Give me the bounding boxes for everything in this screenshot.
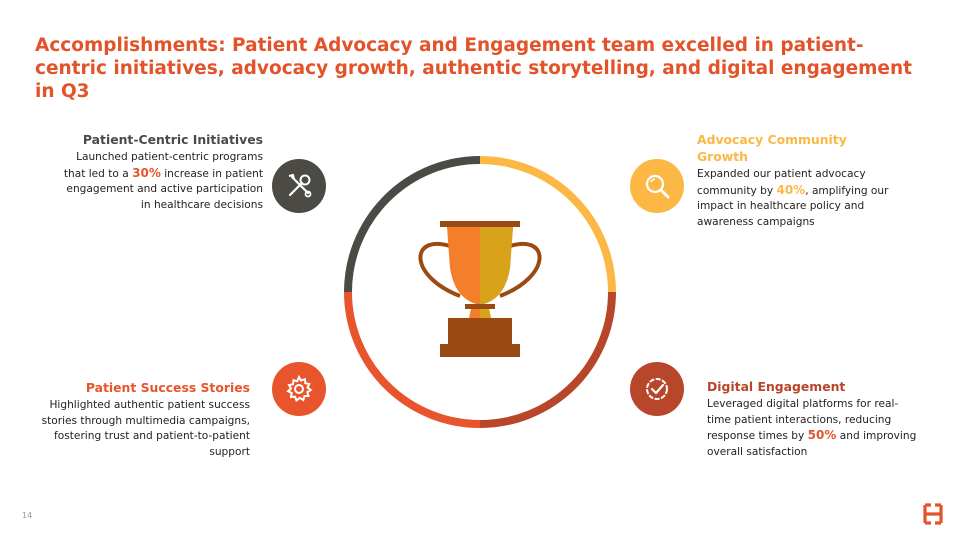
advocacy-growth-block: Advocacy Community Growth Expanded our p… [697,131,902,230]
digital-engagement-text: Leveraged digital platforms for real-tim… [707,398,917,458]
trophy-icon [418,221,542,357]
digital-engagement-heading: Digital Engagement [707,379,846,394]
digital-engagement-block: Digital Engagement Leveraged digital pla… [707,378,922,460]
patient-centric-highlight: 30% [132,165,161,180]
patient-centric-text: Launched patient-centric programs that l… [63,151,263,211]
ring-segment-bottom-left [344,291,481,428]
advocacy-growth-text: Expanded our patient advocacy community … [697,168,889,228]
success-stories-block: Patient Success Stories Highlighted auth… [40,379,250,460]
page-number: 14 [22,511,33,520]
patient-centric-block: Patient-Centric Initiatives Launched pat… [55,131,263,213]
success-stories-text: Highlighted authentic patient success st… [41,399,250,458]
digital-engagement-highlight: 50% [807,428,837,442]
success-stories-heading: Patient Success Stories [85,380,250,395]
advocacy-growth-heading: Advocacy Community Growth [697,132,847,164]
advocacy-growth-highlight: 40% [776,182,806,197]
magnifier-icon [630,159,684,213]
ring-segment-top-right [479,156,616,293]
check-badge-icon [630,362,684,416]
company-logo-icon [923,503,943,525]
patient-centric-heading: Patient-Centric Initiatives [82,132,263,147]
gear-icon [272,362,326,416]
ring-segment-bottom-right [479,291,616,428]
ring-segment-top-left [344,156,481,293]
slide-title: Accomplishments: Patient Advocacy and En… [35,35,912,102]
tools-icon [272,159,326,213]
